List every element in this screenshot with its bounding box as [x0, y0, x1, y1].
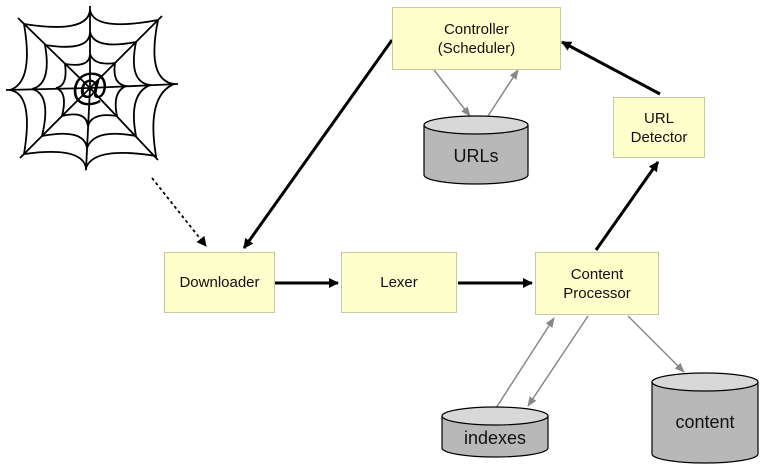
edge-processor-to-url-detector	[594, 161, 660, 251]
edge-url-detector-to-controller	[561, 40, 661, 96]
edge-urls-to-controller	[487, 69, 519, 117]
content-label: content	[675, 412, 735, 432]
downloader-label: Downloader	[179, 274, 260, 291]
web-at-icon: @	[5, 6, 179, 172]
edge-processor-to-content	[627, 315, 685, 373]
indexes-label: indexes	[463, 428, 527, 448]
svg-text:@: @	[71, 67, 110, 109]
downloader-box: Downloader	[164, 252, 275, 313]
edge-controller-to-urls	[433, 69, 471, 117]
content-processor-label: Content Processor	[563, 265, 631, 302]
content-processor-box: Content Processor	[535, 252, 659, 315]
indexes-database-shape	[441, 406, 549, 458]
edge-indexes-to-processor	[495, 317, 555, 409]
lexer-label: Lexer	[380, 274, 418, 291]
lexer-box: Lexer	[341, 252, 457, 313]
url-detector-box: URL Detector	[613, 97, 705, 158]
edge-web-to-downloader	[151, 177, 207, 247]
controller-box: Controller (Scheduler)	[392, 7, 561, 70]
urls-database-shape	[423, 115, 529, 185]
edge-processor-to-indexes	[527, 315, 589, 407]
urls-label: URLs	[453, 146, 499, 166]
url-detector-label: URL Detector	[630, 109, 688, 146]
controller-label: Controller (Scheduler)	[437, 20, 516, 57]
content-database-shape	[651, 372, 759, 464]
edge-controller-to-downloader	[242, 39, 394, 249]
